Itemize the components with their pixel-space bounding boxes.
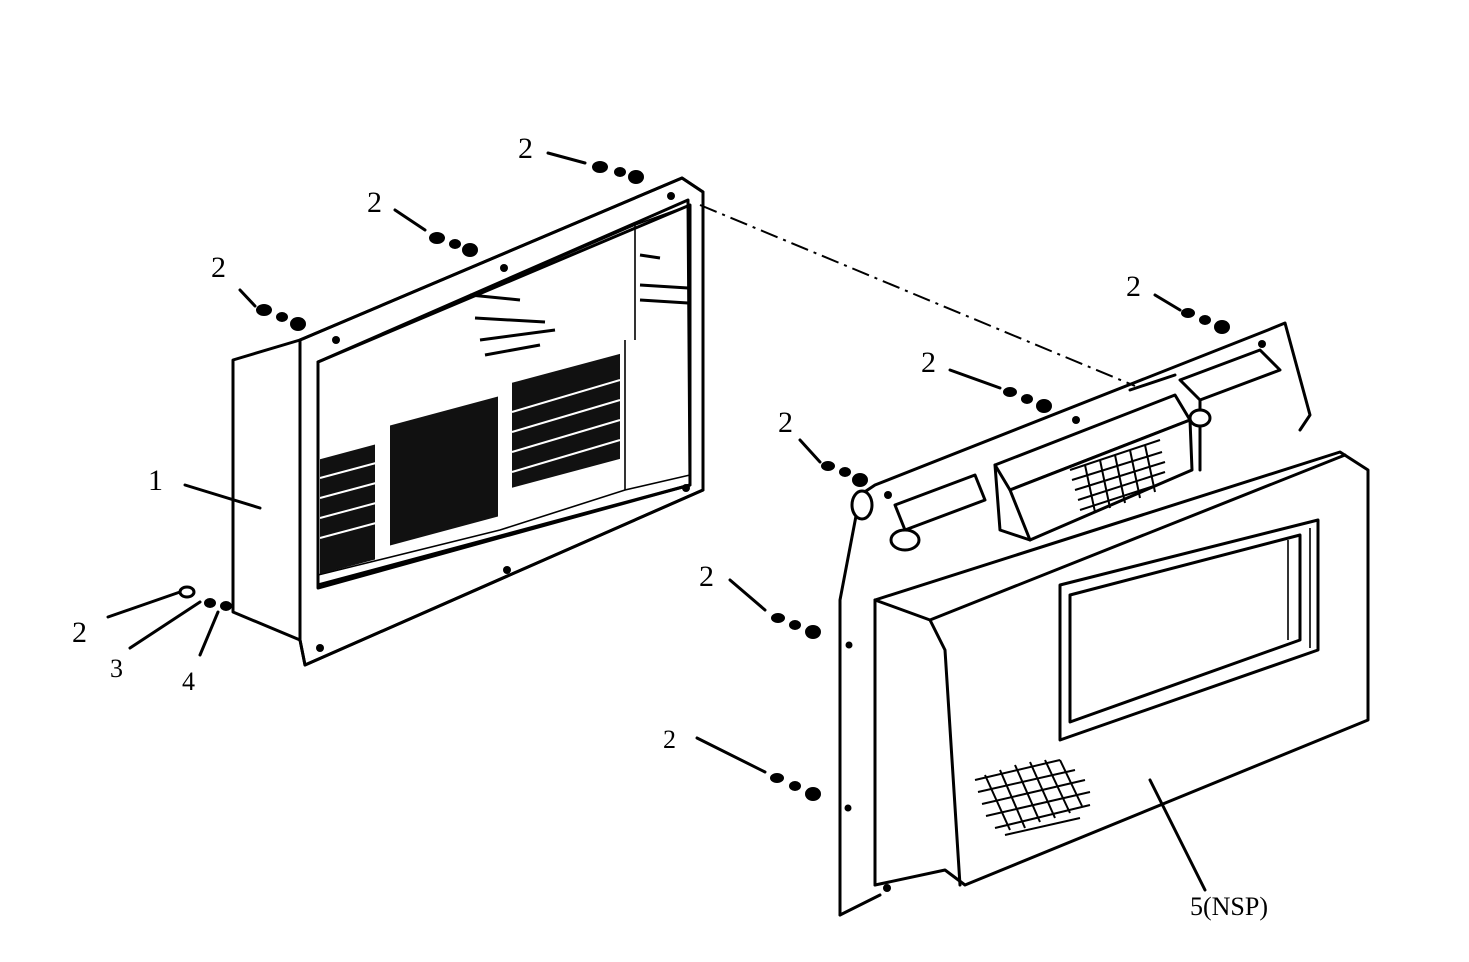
screw-icon <box>695 736 821 801</box>
screw-icon <box>238 288 306 331</box>
callout-labels: 2 2 2 1 2 3 4 2 2 2 2 2 5(NSP) <box>72 132 1268 921</box>
screw-icon <box>106 585 232 657</box>
screw-icon <box>728 578 821 639</box>
part-5-front-cover <box>838 321 1370 917</box>
callout-2: 2 <box>518 132 533 165</box>
callout-2: 2 <box>72 616 87 649</box>
duct-mesh <box>1069 439 1166 513</box>
callout-1: 1 <box>148 464 163 497</box>
callout-4: 4 <box>182 667 195 696</box>
callout-2: 2 <box>699 560 714 593</box>
leader-line-1 <box>183 483 262 510</box>
callout-2: 2 <box>211 251 226 284</box>
callout-2: 2 <box>1126 270 1141 303</box>
screw-icon <box>546 151 644 184</box>
screw-icon <box>948 368 1052 413</box>
screw-icon <box>1153 293 1230 334</box>
callout-2: 2 <box>778 406 793 439</box>
leader-line-5 <box>1148 778 1207 892</box>
callout-2: 2 <box>367 186 382 219</box>
housing-grille <box>319 353 621 575</box>
alignment-line <box>699 204 1136 387</box>
part-1-housing <box>231 176 705 667</box>
callout-2: 2 <box>921 346 936 379</box>
callout-3: 3 <box>110 654 123 683</box>
callout-2: 2 <box>663 725 676 754</box>
callout-5: 5(NSP) <box>1190 892 1268 921</box>
screw-icon <box>798 438 868 487</box>
cover-mesh <box>974 759 1091 836</box>
screws <box>106 151 1230 801</box>
screw-icon <box>393 208 478 257</box>
